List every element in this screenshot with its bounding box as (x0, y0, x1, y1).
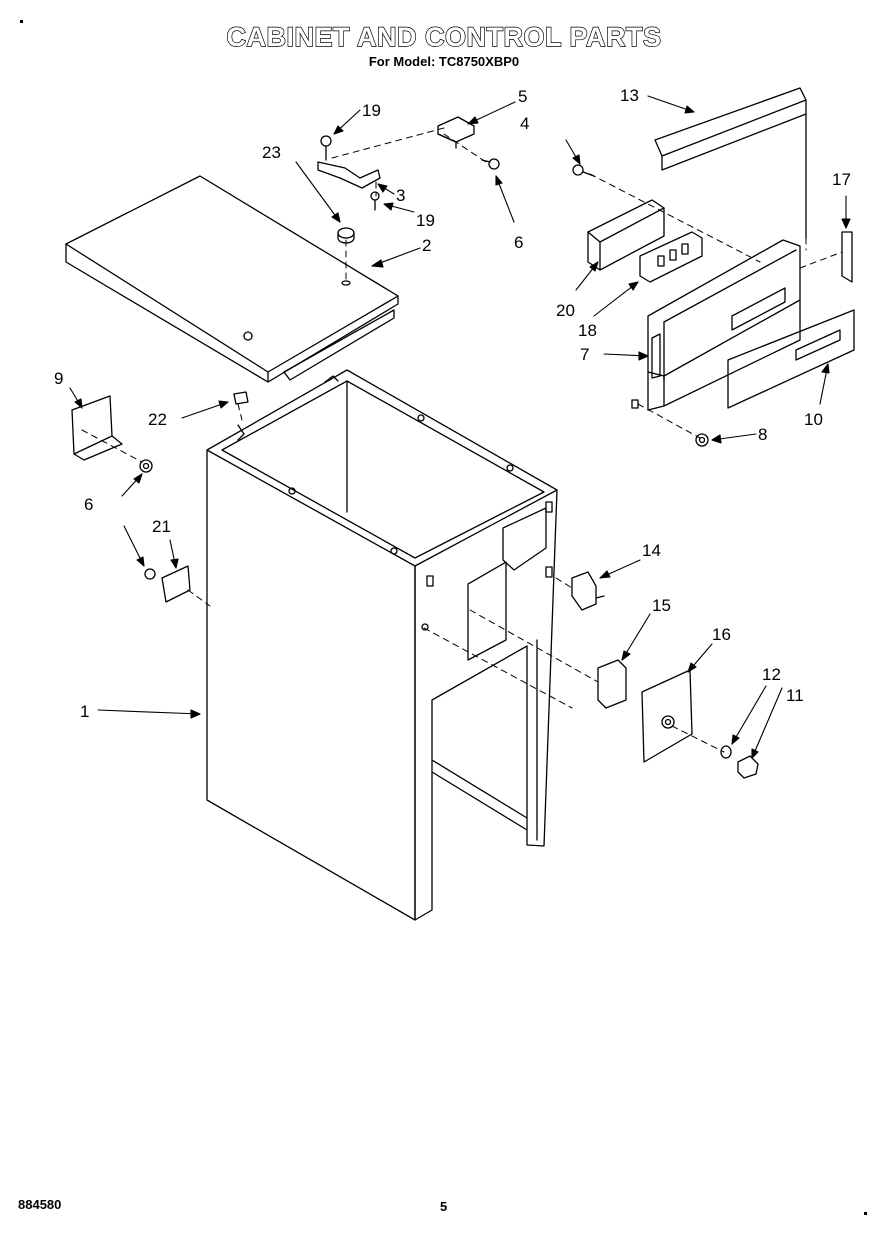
callout-20: 20 (556, 301, 575, 320)
callout-5: 5 (518, 87, 527, 106)
model-subtitle: For Model: TC8750XBP0 (368, 54, 520, 69)
callout-14: 14 (642, 541, 661, 560)
leader-arrows (69, 95, 851, 759)
control-bracket-part (587, 199, 665, 271)
bracket-part (437, 116, 500, 170)
timer-part (597, 659, 627, 709)
callout-8: 8 (758, 425, 767, 444)
callout-23: 23 (262, 143, 281, 162)
clip-part (144, 565, 191, 603)
side-bracket-part (71, 395, 153, 473)
top-hinge-part (317, 135, 381, 211)
top-panel-part (65, 175, 399, 383)
callout-4: 4 (520, 114, 529, 133)
callout-7: 7 (580, 345, 589, 364)
console-trim-part (654, 87, 807, 239)
callout-11: 11 (786, 686, 804, 705)
callout-3: 3 (396, 186, 405, 205)
page-number: 5 (440, 1199, 448, 1214)
end-cap-part (841, 231, 853, 283)
callout-15: 15 (652, 596, 671, 615)
callout-6-top: 6 (514, 233, 523, 252)
console-part (631, 239, 801, 411)
callout-10: 10 (804, 410, 823, 429)
bumper-part (233, 391, 249, 405)
callout-18: 18 (578, 321, 597, 340)
assembly-lines (81, 127, 843, 753)
callout-6-side: 6 (84, 495, 93, 514)
corner-mark-top-left (20, 20, 23, 23)
washer-part (720, 745, 732, 759)
screw-8-part (695, 433, 709, 447)
callout-17: 17 (832, 170, 851, 189)
callout-labels: 1 2 3 4 5 6 6 7 8 9 10 11 12 13 14 15 16… (54, 86, 851, 721)
page-title: CABINET AND CONTROL PARTS (226, 21, 662, 52)
door-switch-part (571, 571, 605, 611)
cabinet-part (206, 369, 558, 921)
document-code: 884580 (18, 1197, 62, 1212)
callout-19-top: 19 (362, 101, 381, 120)
callout-9: 9 (54, 369, 63, 388)
knob-part (737, 755, 759, 779)
rotary-switch-part (639, 231, 703, 283)
callout-16: 16 (712, 625, 731, 644)
callout-2: 2 (422, 236, 431, 255)
callout-1: 1 (80, 702, 89, 721)
callout-21: 21 (152, 517, 171, 536)
callout-22: 22 (148, 410, 167, 429)
callout-13: 13 (620, 86, 639, 105)
callout-19-bottom: 19 (416, 211, 435, 230)
timer-plate-part (641, 669, 693, 763)
graphic-panel-part (727, 309, 855, 409)
callout-12: 12 (762, 665, 781, 684)
corner-mark-bottom-right (864, 1212, 867, 1215)
